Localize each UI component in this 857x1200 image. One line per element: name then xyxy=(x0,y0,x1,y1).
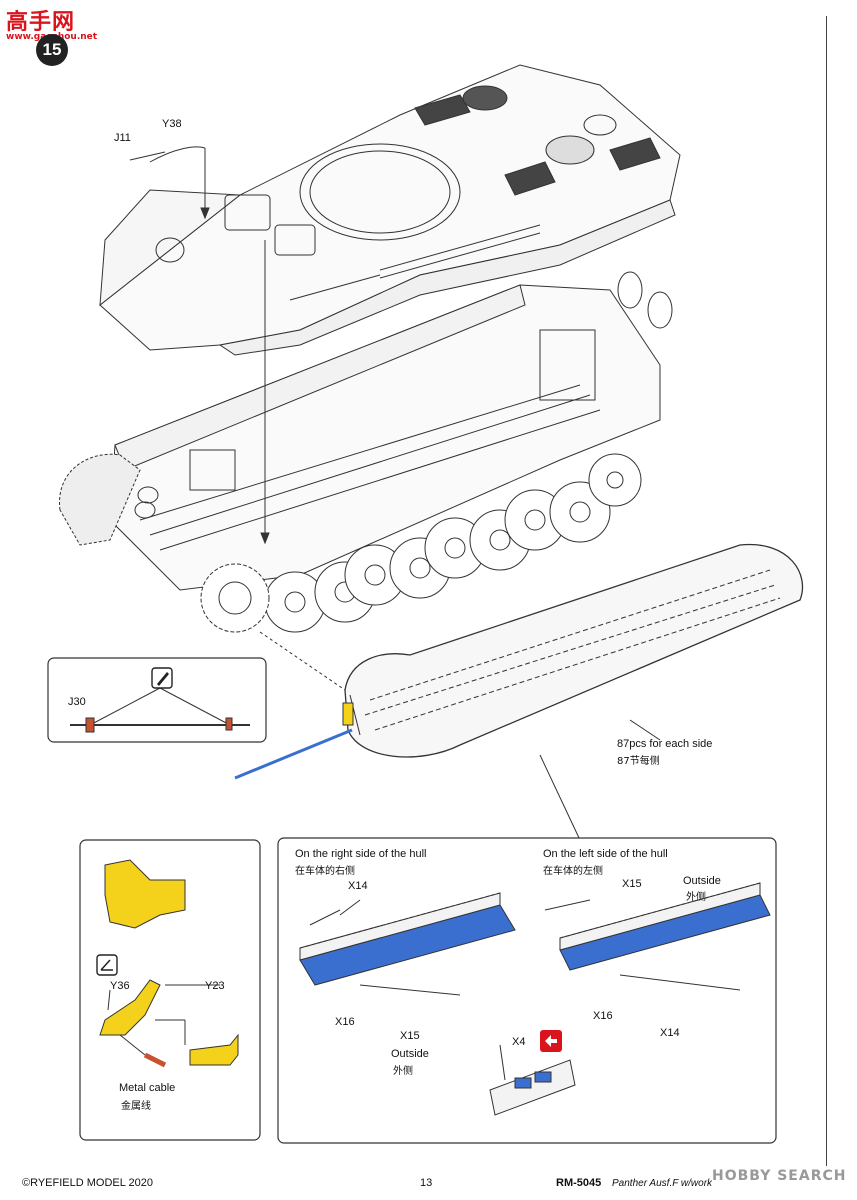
track-loop-drawing xyxy=(344,543,804,758)
footer-page-number: 13 xyxy=(420,1177,433,1189)
right-side-heading: On the right side of the hull xyxy=(295,848,427,860)
lower-hull-drawing xyxy=(109,271,673,591)
flip-arrow-icon xyxy=(540,1030,562,1052)
part-label-x14-left: X14 xyxy=(660,1027,680,1039)
cement-icon xyxy=(151,667,173,689)
track-pin-rod xyxy=(234,728,353,780)
part-label-x16-right: X16 xyxy=(335,1016,355,1028)
footer-copyright: ©RYEFIELD MODEL 2020 xyxy=(22,1177,153,1189)
part-label-y36: Y36 xyxy=(110,980,130,992)
right-side-heading-cn: 在车体的右侧 xyxy=(295,866,355,877)
bend-icon xyxy=(96,954,118,976)
left-side-track-drawing xyxy=(544,882,771,991)
part-label-x4: X4 xyxy=(512,1036,526,1048)
part-label-x14-right: X14 xyxy=(348,880,368,892)
cable-inset-panel xyxy=(47,657,267,743)
footer-product-code: RM-5045 xyxy=(556,1177,602,1189)
part-label-x15-right: X15 xyxy=(400,1030,420,1042)
outside-note-right: Outside xyxy=(391,1048,429,1060)
footer-product-name: Panther Ausf.F w/workable track links xyxy=(612,1178,712,1189)
part-label-y38: Y38 xyxy=(162,118,182,130)
track-pin-highlight xyxy=(342,702,354,726)
track-count-note: 87pcs for each side xyxy=(617,738,713,750)
left-side-heading: On the left side of the hull xyxy=(543,848,668,860)
outside-note-right-cn: 外侧 xyxy=(393,1066,413,1077)
part-label-y23: Y23 xyxy=(205,980,225,992)
x4-detail-drawing xyxy=(489,1044,576,1116)
part-label-x15-left: X15 xyxy=(622,878,642,890)
part-label-x16-left: X16 xyxy=(593,1010,613,1022)
part-label-j11: J11 xyxy=(114,132,131,144)
watermark-bottom-logo: HOBBY SEARCH xyxy=(712,1168,847,1184)
outside-note-left: Outside xyxy=(683,875,721,887)
left-side-heading-cn: 在车体的左侧 xyxy=(543,866,603,877)
watermark-top-text: 高手网 xyxy=(6,10,76,35)
metal-cable-note-cn: 金属线 xyxy=(121,1101,151,1112)
outside-note-left-cn: 外侧 xyxy=(686,892,706,903)
track-count-note-cn: 87节每侧 xyxy=(617,756,660,767)
page-border-line xyxy=(826,16,827,1166)
step-number-badge: 15 xyxy=(36,34,68,66)
part-label-j30: J30 xyxy=(68,696,86,708)
right-side-track-drawing xyxy=(299,892,516,996)
metal-cable-note: Metal cable xyxy=(119,1082,176,1094)
road-wheels-drawing xyxy=(200,453,642,633)
